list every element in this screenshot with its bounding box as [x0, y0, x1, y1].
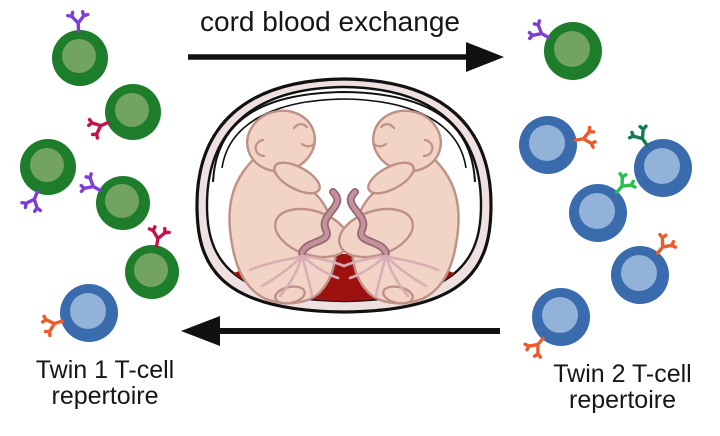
- cell-nucleus: [134, 253, 168, 287]
- green-t-cell: [52, 9, 108, 86]
- chorion-membrane-line: [221, 98, 467, 169]
- twin2-label-line1: Twin 2 T-cell: [553, 360, 692, 388]
- twin2-repertoire-label: Twin 2 T-cell repertoire: [525, 361, 720, 413]
- cord-blood-return-arrow-left: [181, 316, 500, 346]
- blue-t-cell: [521, 288, 590, 362]
- cell-nucleus: [105, 184, 139, 218]
- cell-nucleus: [644, 148, 680, 184]
- blue-t-cell: [519, 116, 598, 174]
- green-t-cell: [85, 84, 161, 141]
- green-t-cell: [125, 224, 179, 299]
- tcr-crimson-receptor-icon: [144, 224, 172, 250]
- blue-t-cell: [39, 284, 118, 342]
- cell-nucleus: [621, 255, 657, 291]
- cell-nucleus: [115, 93, 149, 127]
- cell-nucleus: [542, 297, 578, 333]
- twin1-label-line2: repertoire: [51, 382, 159, 410]
- green-t-cell: [525, 17, 602, 80]
- cord-blood-exchange-label: cord blood exchange: [200, 6, 460, 37]
- blue-t-cell: [626, 122, 692, 197]
- womb: [195, 77, 493, 314]
- twin2-label-line2: repertoire: [569, 386, 676, 414]
- twin1-label-line1: Twin 1 T-cell: [35, 356, 175, 384]
- cell-nucleus: [70, 293, 106, 329]
- green-t-cell: [77, 170, 150, 230]
- tcr-orange-receptor-icon: [572, 125, 598, 152]
- amnion-membrane-line: [212, 90, 476, 183]
- blue-t-cell: [569, 169, 639, 242]
- cell-nucleus: [579, 193, 615, 229]
- cell-nucleus: [529, 125, 565, 161]
- cord-blood-exchange-arrow-right: [188, 42, 504, 72]
- cell-nucleus: [62, 39, 96, 73]
- cell-nucleus: [554, 31, 590, 67]
- green-t-cell: [19, 139, 76, 215]
- t-cells-layer: [19, 9, 692, 362]
- tcr-purple-receptor-icon: [65, 9, 91, 34]
- blue-t-cell: [611, 230, 680, 304]
- cell-nucleus: [30, 148, 64, 182]
- twin1-repertoire-label: Twin 1 T-cell repertoire: [10, 357, 200, 409]
